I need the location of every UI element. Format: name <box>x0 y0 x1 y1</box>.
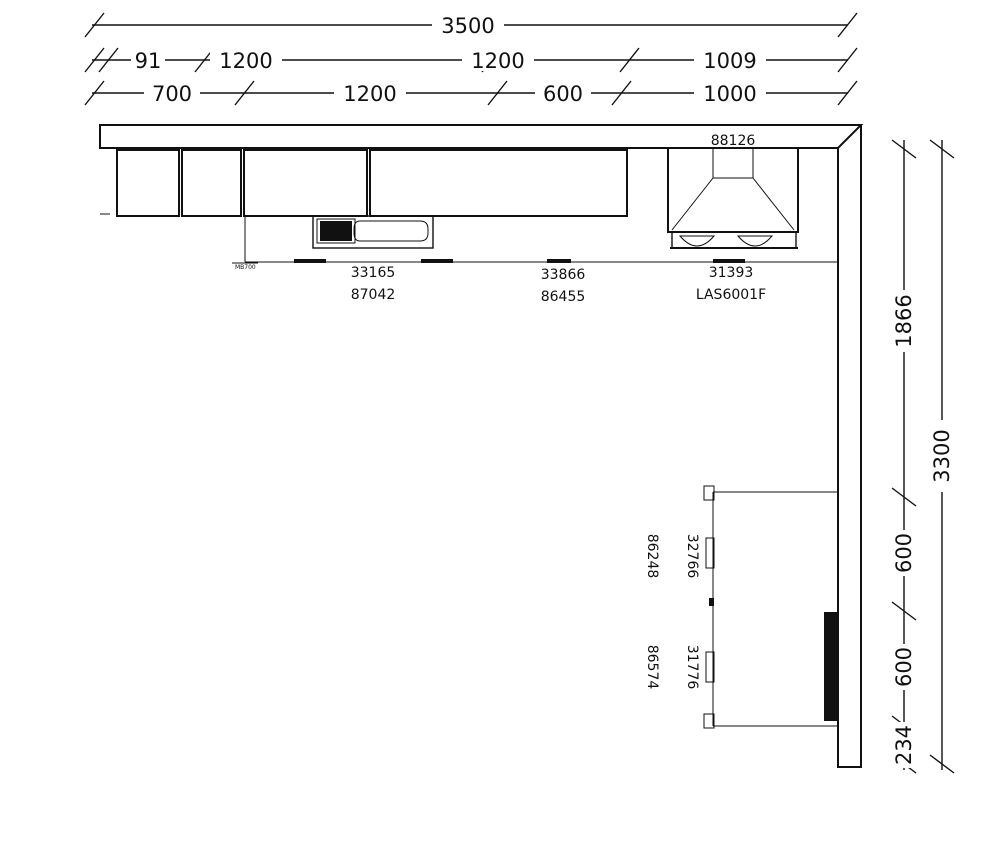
sink <box>312 215 434 249</box>
svg-text:MB700: MB700 <box>235 264 256 271</box>
dimension-line-total: 3500 <box>84 12 858 38</box>
label-right-code-86574: 86574 <box>644 645 660 690</box>
base-cabinet-run: MB700 <box>232 216 838 271</box>
dimension-label-3500: 3500 <box>441 14 494 38</box>
wall-cabinet-4 <box>369 149 628 217</box>
label-right-code-32766: 32766 <box>684 534 700 579</box>
walls <box>99 124 864 768</box>
dimension-label-600-right-a: 600 <box>892 533 916 573</box>
cooker-hood <box>667 147 799 249</box>
dimension-label-600-right-b: 600 <box>892 647 916 687</box>
dimension-label-1200b: 1200 <box>471 49 524 73</box>
dimension-line-right-inner: 1866 600 600 234 <box>890 139 918 774</box>
wall-cabinets <box>100 148 628 217</box>
dimension-label-1200c: 1200 <box>343 82 396 106</box>
dimension-line-right-outer: 3300 <box>928 139 956 774</box>
dark-panel <box>824 612 837 721</box>
dimension-label-3300: 3300 <box>930 429 954 482</box>
dimension-line-row3: 700 1200 600 1000 <box>84 80 858 106</box>
wall-cabinet-2 <box>181 149 242 217</box>
right-cabinet-run <box>703 485 838 729</box>
label-sink-code-bottom: 87042 <box>351 287 396 303</box>
label-right-code-31776: 31776 <box>684 645 700 690</box>
label-right-code-86248: 86248 <box>644 534 660 579</box>
dimension-label-234: 234 <box>892 725 916 765</box>
wall-cabinet-3 <box>243 149 368 217</box>
label-mid-code-bottom: 86455 <box>541 289 586 305</box>
label-hob-code-top: 31393 <box>709 265 754 281</box>
dimension-label-600: 600 <box>543 82 583 106</box>
wall-cabinet-1 <box>116 149 180 217</box>
dimension-label-1009: 1009 <box>703 49 756 73</box>
label-mid-code-top: 33866 <box>541 267 586 283</box>
dimension-label-91: 91 <box>135 49 162 73</box>
dimension-label-1200a: 1200 <box>219 49 272 73</box>
dimension-label-1000: 1000 <box>703 82 756 106</box>
label-hob-code-bottom: LAS6001F <box>696 287 766 303</box>
dimension-label-700: 700 <box>152 82 192 106</box>
dimension-line-row2: 91 1200 1200 1009 <box>84 47 858 73</box>
label-sink-code-top: 33165 <box>351 265 396 281</box>
label-hood-code: 88126 <box>711 133 756 149</box>
dimension-label-1866: 1866 <box>892 294 916 347</box>
